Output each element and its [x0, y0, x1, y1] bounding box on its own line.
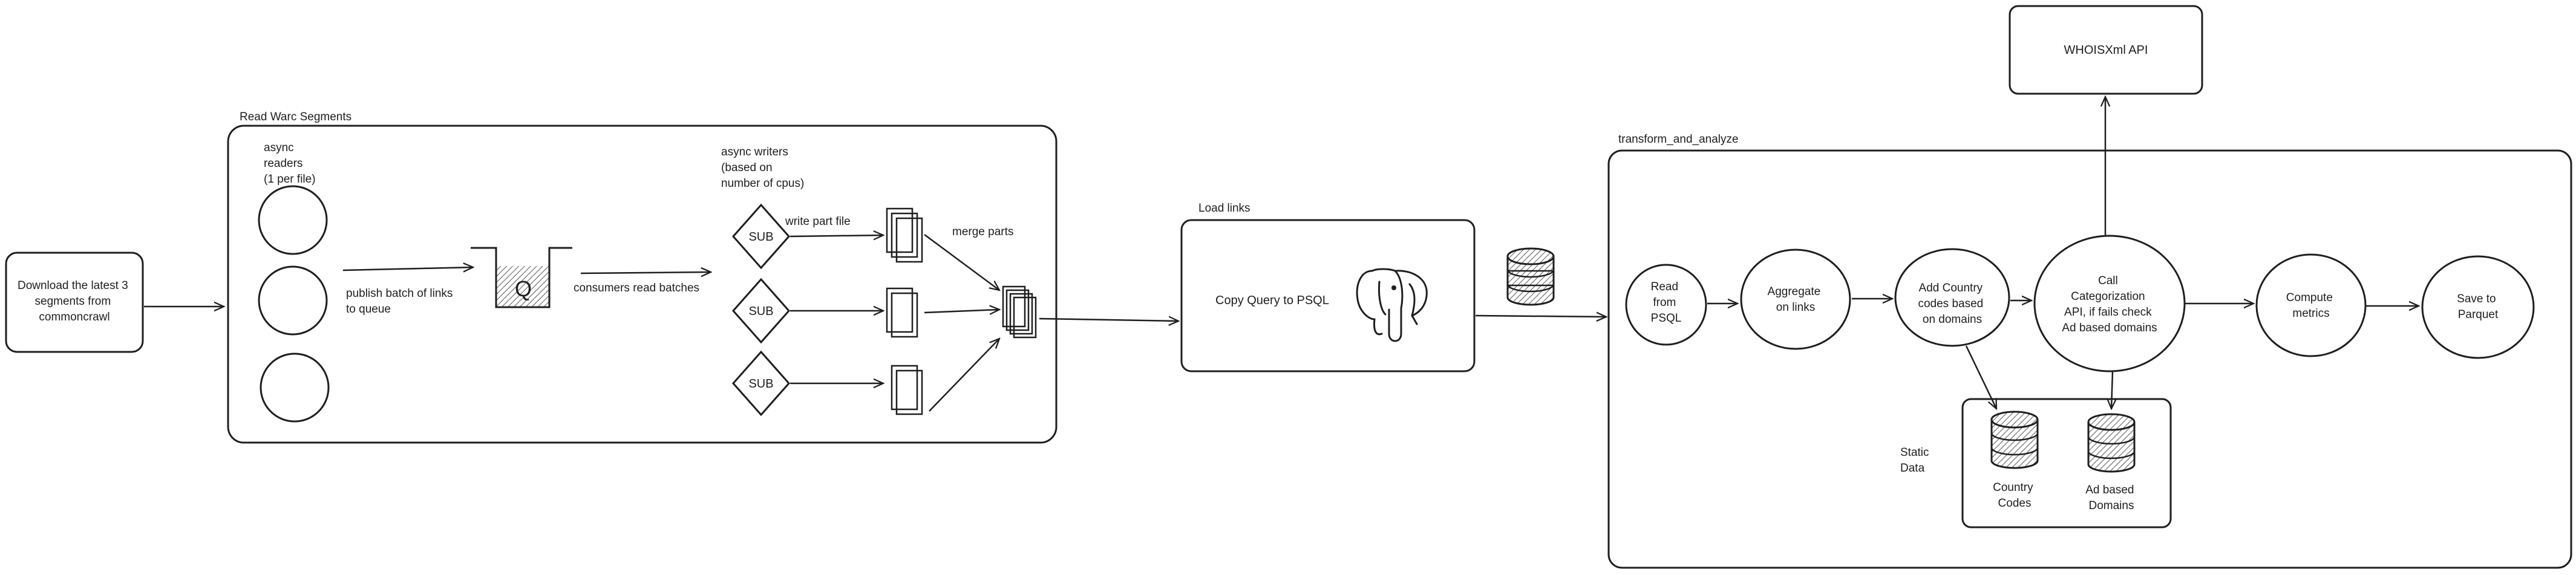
links-database-icon [1506, 247, 1555, 306]
whois-label: WHOISXml API [2064, 44, 2148, 57]
arrow-part3-to-merged [929, 339, 999, 412]
transform-frame [1607, 149, 2572, 569]
part-file-3 [891, 365, 923, 415]
arrow-consumers [580, 272, 711, 273]
download-label: Download the latest 3 segments from comm… [18, 279, 131, 323]
parquet-label: Save to Parquet [2457, 293, 2499, 321]
categorization-node [2033, 235, 2186, 372]
read-warc-frame [227, 125, 1058, 444]
country-codes-label: Add Country codes based on domains [1918, 282, 1986, 326]
static-data-label: Static Data [1900, 446, 1932, 475]
merge-parts-label: merge parts [952, 226, 1013, 238]
download-step: Download the latest 3 segments from comm… [5, 252, 144, 353]
part-file-2 [886, 287, 918, 338]
load-links-frame [1180, 219, 1476, 372]
country-codes-db-label: Country Codes [1993, 481, 2036, 510]
arrow-publish [342, 267, 473, 270]
read-psql-label: Read from PSQL [1651, 281, 1682, 325]
arrow-country-to-countrydb [1965, 345, 1996, 409]
sub-label-1: SUB [748, 230, 773, 244]
country-codes-node [1894, 248, 2010, 347]
write-part-label: write part file [785, 215, 851, 228]
sub-diamond-1: SUB [731, 203, 791, 270]
download-box [5, 252, 144, 353]
sub-diamond-3: SUB [731, 350, 791, 417]
load-links-group: Load links Copy Query to PSQL [1180, 202, 1476, 372]
categorization-label: Call Categorization API, if fails check … [2062, 275, 2157, 334]
sub-diamond-2: SUB [731, 278, 791, 344]
queue-label: Q [515, 276, 532, 301]
sub-label-3: SUB [748, 377, 773, 391]
queue-container [471, 247, 572, 308]
arrow-sub1-to-part [789, 235, 883, 236]
readers-label: async readers (1 per file) [264, 141, 316, 186]
arrow-warc-to-load [1039, 319, 1178, 321]
publish-label: publish batch of links to queue [346, 287, 456, 316]
reader-circle-3 [260, 352, 330, 423]
transform-group: transform_and_analyze Read from PSQL Agg… [1607, 133, 2572, 569]
parquet-node [2421, 255, 2535, 359]
static-data-frame [1961, 398, 2172, 528]
aggregate-label: Aggregate on links [1768, 285, 1824, 314]
country-codes-database-icon [1990, 411, 2039, 469]
aggregate-node [1740, 249, 1851, 350]
whois-box [2009, 5, 2203, 95]
writers-label: async writers (based on number of cpus) [721, 146, 804, 190]
queue-fill [496, 266, 549, 307]
ad-domains-database-icon [2087, 413, 2136, 473]
whois-api: WHOISXml API [2009, 5, 2203, 95]
compute-node [2255, 253, 2367, 357]
merged-file [1002, 285, 1037, 339]
compute-label: Compute metrics [2286, 291, 2336, 320]
reader-circle-2 [258, 265, 328, 336]
arrow-part2-to-merged [924, 310, 999, 313]
arrow-categorization-to-addb [2111, 371, 2113, 409]
arrow-part1-to-merged [924, 233, 999, 290]
read-warc-group: Read Warc Segments async readers (1 per … [227, 111, 1058, 444]
transform-title: transform_and_analyze [1618, 133, 1739, 146]
sub-label-2: SUB [748, 305, 773, 318]
load-links-title: Load links [1198, 202, 1250, 215]
ad-domains-db-label: Ad based Domains [2085, 484, 2137, 512]
queue: Q [471, 247, 572, 308]
read-warc-title: Read Warc Segments [240, 111, 351, 123]
read-psql-node [1625, 264, 1707, 346]
consumers-label: consumers read batches [574, 282, 699, 294]
part-file-1 [886, 207, 923, 263]
postgres-elephant-icon [1356, 268, 1428, 342]
copy-query-label: Copy Query to PSQL [1215, 294, 1329, 307]
arrow-load-to-transform [1475, 316, 1606, 317]
reader-circle-1 [258, 185, 328, 255]
